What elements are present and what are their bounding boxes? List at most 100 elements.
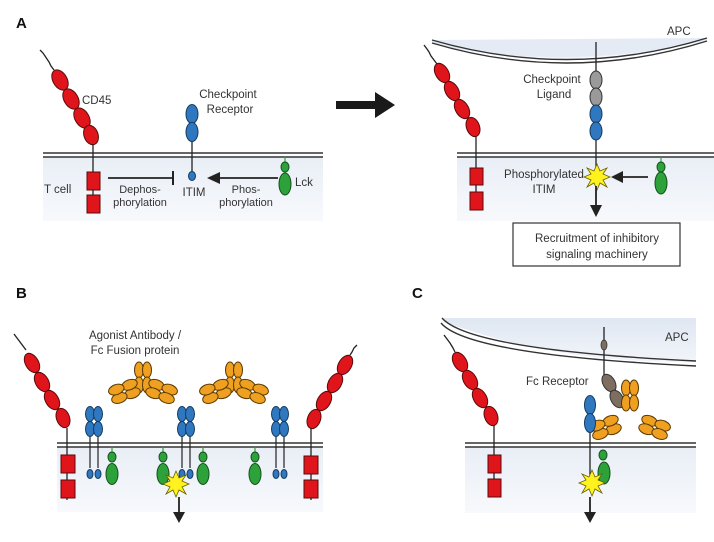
cd45-domain	[465, 116, 481, 138]
itim-motif	[280, 469, 288, 479]
lck-large-domain	[248, 463, 262, 485]
cd45-label: CD45	[82, 95, 111, 107]
agonist-antibody	[589, 379, 671, 440]
cd45-phosphatase-domain	[487, 478, 502, 498]
panel-a-resting-state: CD45 T cell Dephos- phorylation Checkpoi…	[39, 49, 323, 221]
panel-a-engaged-state: APC	[423, 26, 714, 267]
agonist-antibody-label-line2: Fc Fusion protein	[91, 345, 180, 357]
signal-down-arrow-head	[173, 512, 185, 523]
receptor-domain	[93, 406, 103, 422]
receptor-domain	[185, 104, 199, 124]
fc-receptor-transmembrane-domain	[600, 339, 608, 351]
transition-arrow-shaft	[336, 101, 380, 109]
cd45-tail	[349, 344, 358, 356]
cd45-domain	[43, 389, 61, 411]
cd45-domain	[471, 387, 489, 409]
apc-membrane-outer	[431, 37, 708, 61]
phosphorylation-label-line2: phorylation	[219, 197, 273, 209]
phosphorylated-itim-star	[577, 468, 607, 498]
cd45-molecule	[13, 333, 76, 500]
phosphorylated-itim-star	[161, 469, 191, 499]
itim-motif	[94, 469, 102, 479]
outcome-text-line2: signaling machinery	[546, 249, 648, 261]
phosphorylated-itim-label-line2: ITIM	[533, 184, 556, 196]
receptor-domain	[584, 395, 596, 415]
cd45-domain	[83, 124, 99, 146]
checkpoint-ligand-domain	[589, 70, 603, 90]
itim-label: ITIM	[183, 187, 206, 199]
panel-b: B Agonist Antibody / Fc Fusion protein	[13, 285, 358, 523]
antibody-fc-domain	[142, 361, 152, 379]
antibody-domain	[158, 392, 175, 404]
panel-label-c: C	[412, 285, 423, 302]
fc-receptor	[600, 327, 625, 409]
cd45-phosphatase-domain	[469, 191, 484, 211]
clustered-checkpoint-receptors	[85, 406, 289, 479]
receptor-domain	[185, 406, 195, 422]
receptor-domain	[185, 421, 195, 437]
cd45-molecule	[423, 44, 484, 211]
outcome-text-line1: Recruitment of inhibitory	[535, 233, 659, 245]
ligand-receptor-complex	[589, 42, 603, 172]
checkpoint-receptor-label-line2: Receptor	[207, 104, 254, 116]
checkpoint-receptor	[185, 104, 199, 181]
apc-label: APC	[665, 332, 689, 344]
lck-small-domain	[107, 451, 117, 463]
antibody-domain	[199, 383, 216, 396]
lck-large-domain	[278, 172, 292, 196]
antibody-domain	[108, 383, 125, 396]
outcome-box	[512, 222, 681, 267]
antibody-domain	[249, 392, 266, 404]
apc-membrane-inner	[440, 322, 697, 367]
cd45-phosphatase-domain	[303, 479, 319, 499]
cd45-phosphatase-domain	[487, 454, 502, 474]
receptor-domain	[589, 121, 603, 141]
cd45-tail	[39, 49, 55, 71]
receptor-domain	[93, 421, 103, 437]
cd45-phosphatase-domain	[86, 171, 101, 191]
agonist-antibody-label-line1: Agonist Antibody /	[89, 330, 182, 342]
receptor-domain	[589, 104, 603, 124]
cd45-tail	[13, 333, 27, 351]
phosphorylation-arrow-head	[207, 172, 220, 184]
cd45-tail	[443, 334, 456, 353]
lck-kinase	[654, 157, 668, 195]
cd45-domain	[23, 352, 41, 374]
cd45-molecule	[303, 344, 358, 500]
lck-kinase	[278, 157, 292, 196]
agonist-antibody-chain	[108, 361, 269, 404]
lck-large-domain	[156, 463, 170, 485]
transition-arrow	[336, 92, 395, 118]
itim-motif	[272, 469, 280, 479]
lck-large-domain	[654, 171, 668, 195]
cd45-molecule	[443, 334, 502, 498]
cd45-phosphatase-domain	[303, 455, 319, 475]
panel-c: C APC Fc Receptor	[412, 285, 697, 523]
apc-membrane-outer	[441, 317, 697, 362]
antibody-domain	[651, 428, 668, 440]
signal-down-arrow-head	[590, 205, 602, 217]
t-cell-label: T cell	[44, 184, 71, 196]
fc-receptor-label: Fc Receptor	[526, 376, 589, 388]
receptor-domain	[185, 122, 199, 142]
antibody-fc-domain	[629, 379, 639, 397]
checkpoint-ligand-label-line1: Checkpoint	[523, 74, 581, 86]
apc-membrane-inner	[431, 40, 708, 64]
checkpoint-ligand-domain	[589, 87, 603, 107]
dephosphorylation-label-line1: Dephos-	[119, 184, 161, 196]
t-cell-cytoplasm	[457, 157, 714, 221]
cd45-molecule	[39, 49, 101, 214]
signal-down-arrow-head	[584, 512, 596, 523]
lck-small-domain	[656, 161, 666, 173]
lck-large-domain	[196, 463, 210, 485]
lck-small-domain	[598, 449, 608, 461]
lck-small-domain	[280, 161, 290, 173]
antibody-fc-domain	[233, 361, 243, 379]
lck-small-domain	[198, 451, 208, 463]
panel-label-b: B	[16, 285, 27, 302]
lck-kinase	[597, 449, 611, 485]
checkpoint-ligand-label-line2: Ligand	[537, 89, 572, 101]
checkpoint-receptor-label-line1: Checkpoint	[199, 89, 257, 101]
cd45-domain	[453, 98, 471, 120]
